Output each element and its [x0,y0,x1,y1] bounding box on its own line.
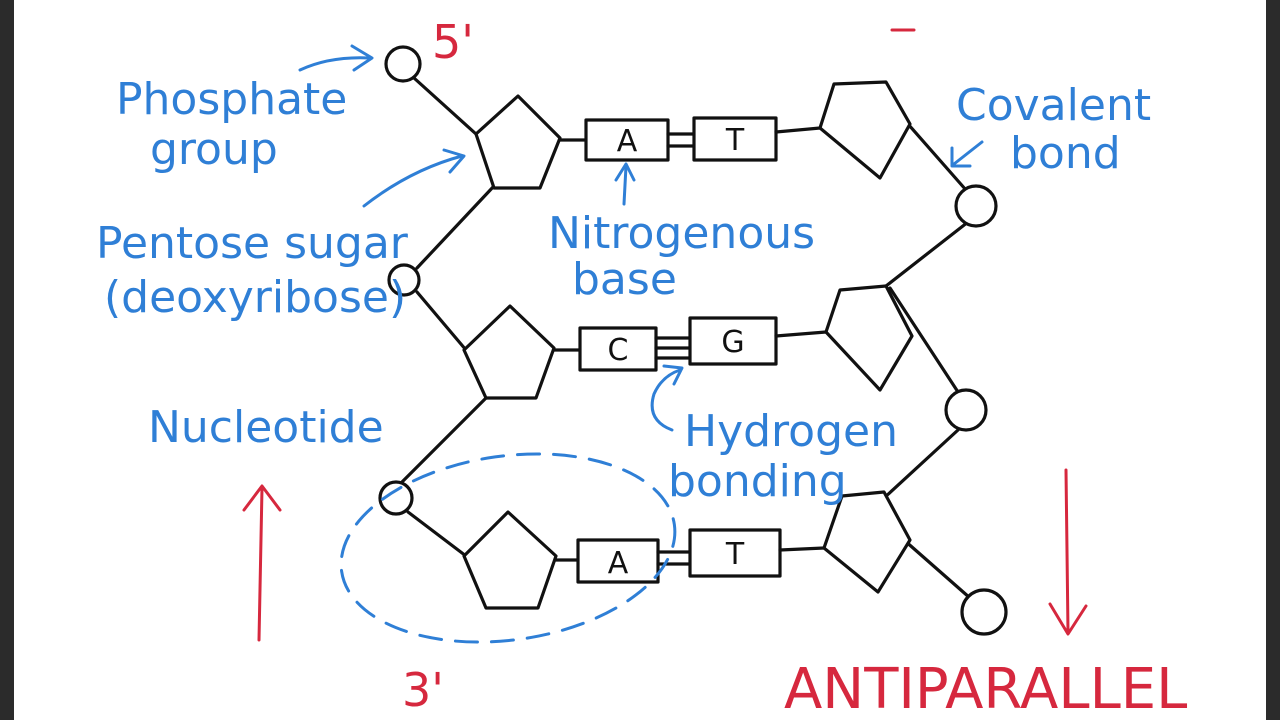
antiparallel-label: ANTIPARALLEL [784,657,1187,720]
covalent-bond-line [412,76,478,136]
nitrogenous-arrow [622,164,628,206]
hydrogen-arrow [650,368,682,432]
pentose-arrow [362,154,464,208]
covalent-arrow [952,140,984,166]
labels: Phosphate group Pentose sugar (deoxyribo… [96,74,1151,507]
phosphate-circle [960,588,1008,636]
nitrogenous-label-line1: Nitrogenous [548,208,815,259]
up-arrow-icon [242,484,282,512]
sugar-pentagon [818,80,912,180]
phosphate-circle [954,184,998,228]
base-letter: G [721,325,744,360]
annotation-arrows [298,44,984,432]
phosphate-circle [378,480,414,516]
arrowhead-icon [614,162,636,182]
phosphate-label-line1: Phosphate [116,74,347,125]
base-box-left [584,118,670,162]
base-letter: A [617,124,638,159]
base-pair-row-1: A T [558,116,822,162]
covalent-bond-line [406,510,468,558]
base-box-right [692,116,778,162]
right-backbone [818,80,1008,636]
covalent-bond-line [902,538,972,600]
arrowhead-icon [350,44,374,72]
covalent-bond-line [415,290,468,352]
base-letter: T [725,537,745,572]
phosphate-label-line2: group [150,124,278,175]
nitrogenous-label-line2: base [572,254,677,305]
arrowhead-icon [950,146,972,168]
three-prime-label: 3' [402,663,444,717]
covalent-label-line1: Covalent [956,80,1151,131]
base-pair-row-3: A T [554,528,826,584]
covalent-bond-line [888,286,960,394]
sugar-pentagon [462,304,556,400]
left-backbone [378,45,562,610]
base-box-left [578,326,658,372]
red-labels: 5' 3' ANTIPARALLEL [402,15,1187,720]
hydrogen-label-line2: bonding [668,456,847,507]
base-box-left [576,538,660,584]
sugar-pentagon [474,94,562,190]
glycosidic-bond-line [778,546,826,552]
pentose-label-line1: Pentose sugar [96,218,409,269]
covalent-bond-line [415,184,496,270]
base-letter: C [608,333,629,368]
pentose-label-line2: (deoxyribose) [104,272,406,323]
sugar-pentagon [822,490,912,594]
glycosidic-bond-line [774,126,822,134]
base-letter: A [608,546,629,581]
sugar-pentagon [462,510,558,610]
covalent-bond-line [884,220,970,288]
base-box-right [688,316,778,366]
phosphate-circle [944,388,988,432]
down-arrow-shaft [1064,468,1070,634]
up-arrow-shaft [257,486,264,642]
base-pair-row-2: C G [552,316,828,372]
phosphate-circle [387,263,421,297]
nucleotide-label: Nucleotide [148,402,384,453]
covalent-bond-line [882,428,960,500]
phosphate-circle [384,45,422,83]
base-box-right [688,528,782,578]
covalent-bond-line [398,396,488,486]
hydrogen-label-line1: Hydrogen [684,406,898,457]
five-prime-label: 5' [432,15,474,69]
arrowhead-icon [662,364,684,386]
glycosidic-bond-line [774,330,828,338]
nucleotide-dashed-outline [339,452,677,644]
phosphate-arrow [298,56,372,72]
sugar-pentagon [824,284,914,392]
arrowhead-icon [442,148,466,174]
covalent-label-line2: bond [1010,128,1121,179]
covalent-bond-line [906,122,968,192]
direction-arrows [242,28,1088,642]
down-arrow-icon [1048,602,1088,636]
base-letter: T [725,123,745,158]
